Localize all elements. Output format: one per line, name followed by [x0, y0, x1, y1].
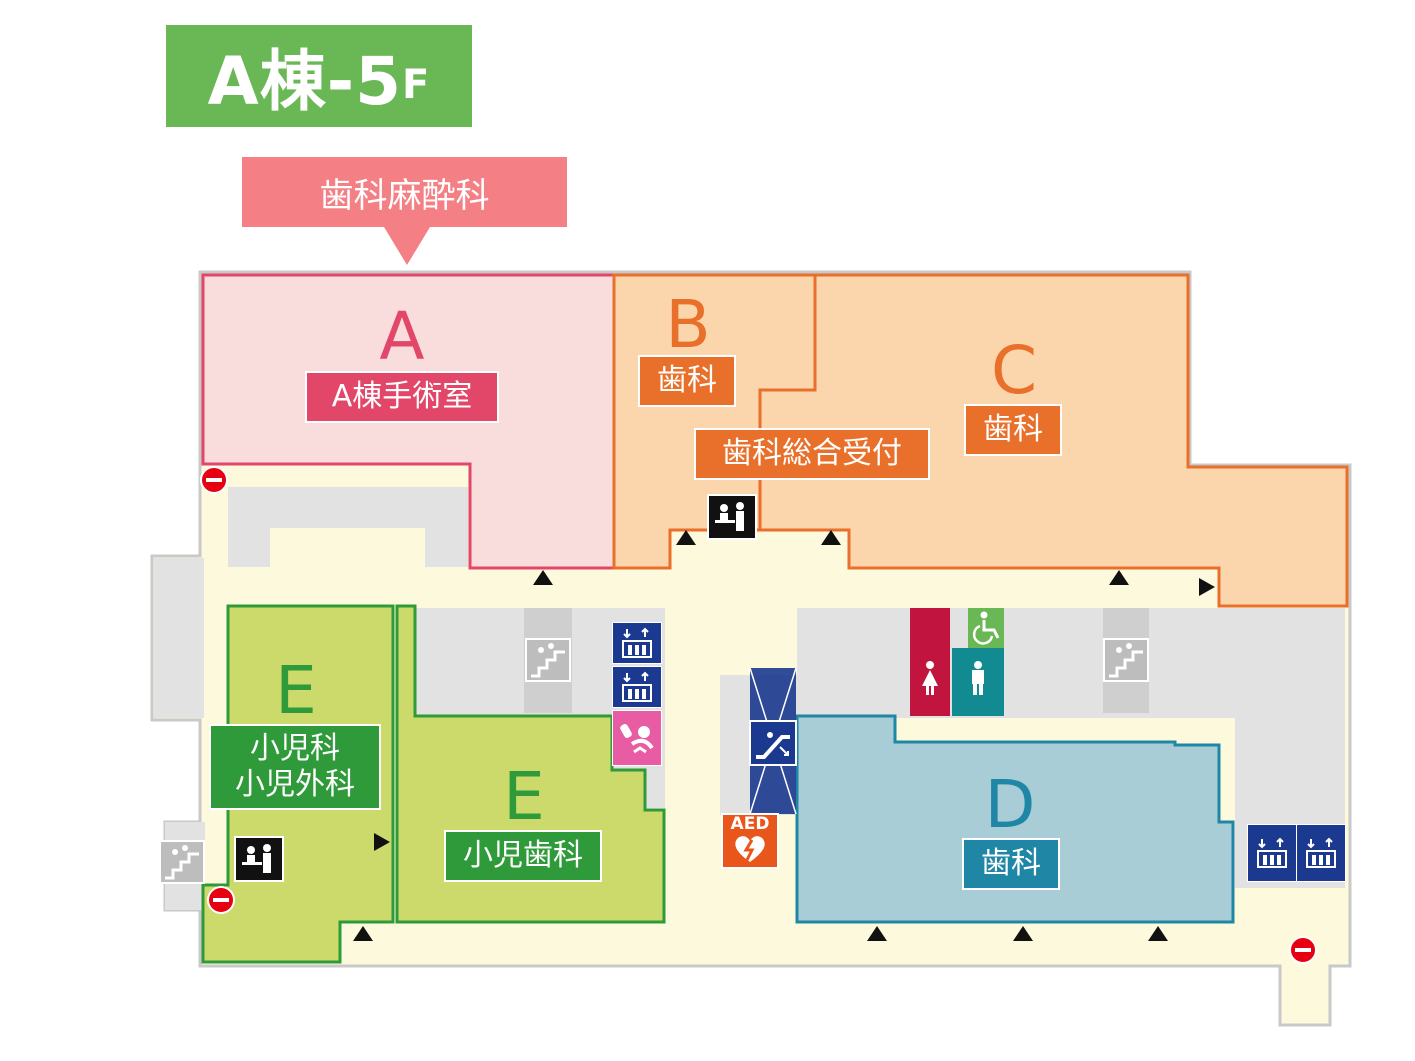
zone-e-left-label[interactable]: 小児科 小児外科: [209, 724, 381, 810]
entrance-arrow-icon: [1013, 926, 1033, 941]
stairs-icon[interactable]: [525, 638, 571, 682]
zone-e-left-letter: E: [275, 652, 317, 729]
stairs-icon-left[interactable]: [159, 840, 205, 884]
reception-glyph-left: [242, 844, 271, 873]
elevator-icon-2[interactable]: [612, 666, 662, 708]
zone-a-letter: A: [379, 298, 425, 375]
womens-restroom-icon: [922, 661, 938, 695]
entrance-arrow-icon: [1199, 578, 1215, 596]
zone-e-right-label[interactable]: 小児歯科: [444, 830, 602, 882]
zone-c-letter: C: [990, 332, 1038, 409]
no-entry-icon: [1289, 936, 1317, 964]
entrance-arrow-icon: [1148, 926, 1168, 941]
elevator-icon-1[interactable]: [612, 622, 662, 664]
zone-d-label[interactable]: 歯科: [962, 838, 1060, 890]
mens-restroom-icon: [972, 661, 984, 695]
entrance-arrow-icon: [1109, 570, 1129, 585]
stairs-icon-right[interactable]: [1103, 638, 1149, 682]
elevator-glyph-1: [622, 627, 652, 658]
service-area-left-wing: [154, 558, 204, 718]
zone-a-label[interactable]: A棟手術室: [305, 371, 499, 423]
department-callout[interactable]: 歯科麻酔科: [242, 157, 567, 227]
elevator-icon-3[interactable]: [1247, 824, 1297, 882]
floor-title-main: A棟-5: [207, 43, 403, 120]
reception-glyph: [715, 502, 744, 531]
zone-e-left-label-line1: 小児科: [250, 731, 340, 766]
aed-heart-glyph: [735, 835, 765, 862]
reception-label[interactable]: 歯科総合受付: [694, 428, 930, 480]
entrance-arrow-icon: [676, 530, 696, 545]
floor-title-sub: F: [402, 62, 431, 108]
elevator-glyph-4: [1306, 837, 1336, 868]
accessible-restroom-icon: [972, 611, 1000, 645]
reception-icon[interactable]: [707, 494, 757, 540]
nursing-room-icon[interactable]: [612, 710, 662, 766]
entrance-arrow-icon: [821, 530, 841, 545]
aed-text: AED: [730, 814, 770, 834]
elevator-glyph-2: [622, 671, 652, 702]
nursing-room-glyph: [620, 724, 654, 754]
entrance-arrow-icon: [353, 926, 373, 941]
stairs-glyph-right: [1109, 643, 1143, 678]
entrance-arrow-icon: [867, 926, 887, 941]
no-entry-icon: [207, 886, 235, 914]
service-area-right: [797, 608, 1345, 718]
zone-d-letter: D: [984, 766, 1036, 843]
zone-b-label[interactable]: 歯科: [638, 355, 736, 407]
no-entry-icon: [200, 466, 228, 494]
aed-icon[interactable]: AED: [721, 813, 779, 869]
escalator-glyph: [756, 732, 790, 759]
zone-c-label[interactable]: 歯科: [964, 404, 1062, 456]
zone-e-right-letter: E: [503, 758, 545, 835]
reception-icon-left[interactable]: [234, 836, 284, 882]
elevator-glyph-3: [1257, 837, 1287, 868]
stairs-glyph-left: [165, 845, 199, 880]
callout-arrow-icon: [384, 227, 430, 265]
zone-b-letter: B: [665, 286, 711, 363]
service-area-upper-left-notch: [270, 528, 425, 568]
stairs-glyph: [531, 643, 565, 678]
entrance-arrow-icon: [533, 570, 553, 585]
elevator-icon-4[interactable]: [1296, 824, 1346, 882]
entrance-arrow-icon: [374, 833, 390, 851]
zone-d-area[interactable]: [795, 714, 1235, 924]
zone-e-left-label-line2: 小児外科: [235, 767, 355, 802]
escalator-icon[interactable]: [749, 720, 797, 766]
